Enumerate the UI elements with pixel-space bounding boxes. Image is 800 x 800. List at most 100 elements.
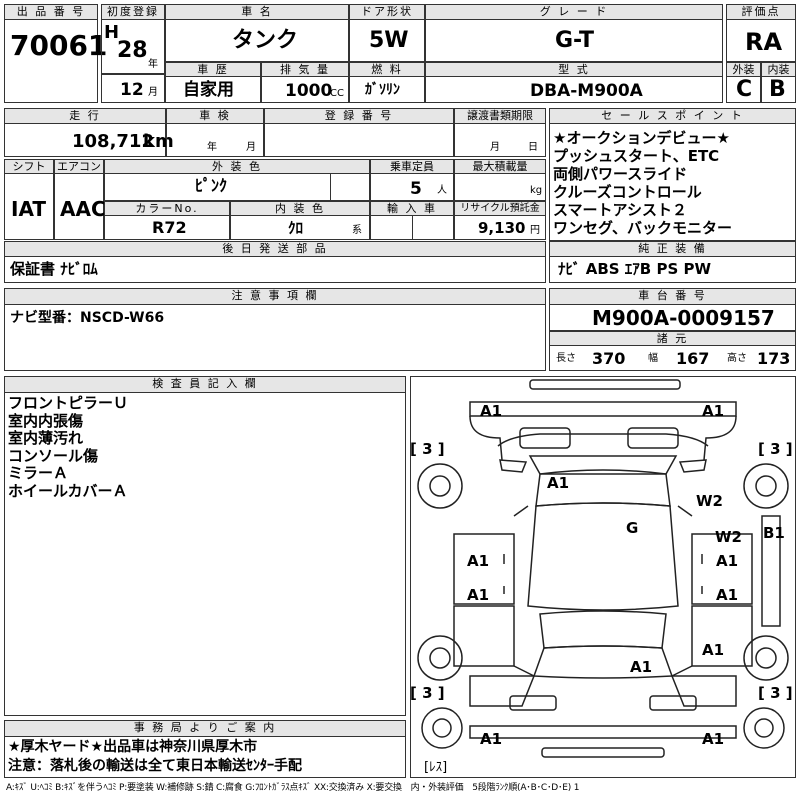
plate-cell bbox=[264, 123, 454, 157]
width: 167 bbox=[676, 349, 710, 368]
selling-point: 両側パワースライド bbox=[553, 165, 688, 183]
inspector-note: フロントピラーＵ bbox=[8, 394, 129, 412]
recycle-unit: 円 bbox=[530, 225, 540, 236]
payload-cell bbox=[454, 173, 546, 201]
model: DBA-M900A bbox=[530, 81, 643, 101]
ac: AAC bbox=[60, 197, 106, 221]
grade: G-T bbox=[555, 28, 594, 53]
front-bumper bbox=[469, 401, 737, 417]
mirror-right bbox=[678, 459, 707, 473]
grade-header: グ レ ー ド bbox=[425, 4, 723, 20]
first-reg-header: 初度登録 bbox=[101, 4, 165, 20]
interior-color: ｸﾛ bbox=[288, 219, 304, 237]
year-unit: 年 bbox=[148, 59, 158, 70]
rear-quarter-right bbox=[670, 675, 737, 707]
inspector-note: 室内内張傷 bbox=[8, 411, 84, 430]
exterior-grade: C bbox=[736, 77, 753, 102]
grade-cell bbox=[425, 19, 723, 62]
mark-a1-door-rl: A1 bbox=[467, 586, 489, 604]
mark-bracket-tl: [ 3 ] bbox=[410, 440, 445, 458]
wheel-front-right bbox=[743, 463, 789, 509]
color-no-cell bbox=[104, 215, 230, 240]
mark-a1-rear-right-2: A1 bbox=[702, 730, 724, 748]
wheel-rear-right bbox=[743, 635, 789, 681]
reg-month-cell bbox=[101, 74, 165, 103]
front-right-wing bbox=[703, 415, 737, 461]
lot-number-cell bbox=[4, 19, 98, 103]
damage-diagram-frame bbox=[410, 376, 796, 778]
transfer-day-unit: 日 bbox=[528, 142, 538, 153]
score-cell bbox=[726, 19, 796, 62]
left-front-door bbox=[453, 533, 515, 605]
capacity-header: 乗車定員 bbox=[370, 159, 454, 174]
length: 370 bbox=[592, 349, 626, 368]
windshield bbox=[528, 455, 678, 475]
front-bumper-bar bbox=[529, 379, 681, 390]
right-side-panel bbox=[761, 515, 781, 627]
exterior-cell bbox=[726, 76, 761, 103]
recycle-fee: 9,130 bbox=[478, 219, 526, 237]
mark-bracket-br: [ 3 ] bbox=[758, 684, 793, 702]
rear-window bbox=[539, 610, 667, 649]
headlight-left bbox=[519, 427, 571, 449]
reg-year: 28 bbox=[117, 38, 148, 63]
legend: A:ｷｽﾞ U:ﾍｺﾐ B:ｷｽﾞを伴うﾍｺﾐ P:要塗装 W:補修跡 S:錆 … bbox=[6, 783, 580, 793]
fuel-cell bbox=[349, 76, 425, 103]
chassis-number: M900A-0009157 bbox=[592, 306, 775, 330]
fuel-header: 燃 料 bbox=[349, 62, 425, 77]
wheel-bottom-left bbox=[421, 707, 463, 749]
ac-cell bbox=[54, 173, 104, 240]
first-reg-cell bbox=[101, 19, 165, 74]
int-color-header: 内 装 色 bbox=[230, 201, 370, 216]
left-sill bbox=[513, 505, 535, 677]
displacement-cell bbox=[261, 76, 349, 103]
model-cell bbox=[425, 76, 723, 103]
exterior-color: ﾋﾟﾝｸ bbox=[195, 176, 228, 195]
mark-w2-right: W2 bbox=[715, 528, 742, 546]
inspection-year-unit: 年 bbox=[207, 142, 217, 153]
inspector-cell bbox=[4, 392, 406, 716]
mileage-cell bbox=[4, 123, 166, 157]
wheel-front-left bbox=[417, 463, 463, 509]
notes-cell bbox=[4, 304, 546, 371]
equipment-header: 純 正 装 備 bbox=[549, 241, 796, 257]
fuel: ｶﾞｿﾘﾝ bbox=[365, 82, 400, 98]
office-line-1: ★厚木ヤード★出品車は神奈川県厚木市 bbox=[8, 739, 258, 755]
int-color-unit: 系 bbox=[352, 225, 362, 236]
mark-a1-trunk: A1 bbox=[630, 658, 652, 676]
color-header: 外 装 色 bbox=[104, 159, 370, 174]
height-label: 高さ bbox=[727, 353, 747, 364]
capacity: 5 bbox=[410, 179, 422, 199]
car-name-cell bbox=[165, 19, 349, 62]
rear-quarter-left bbox=[469, 675, 536, 707]
mark-a1-hood: A1 bbox=[547, 474, 569, 492]
inspector-notes: フロントピラーＵ 室内内張傷 室内薄汚れ コンソール傷 ミラーＡ ホイールカバー… bbox=[8, 394, 129, 500]
headlight-right bbox=[627, 427, 679, 449]
capacity-cell bbox=[370, 173, 454, 201]
mileage: 108,712 bbox=[72, 131, 154, 152]
chassis-header: 車 台 番 号 bbox=[549, 288, 796, 305]
reg-month: 12 bbox=[120, 80, 144, 100]
rear-bumper bbox=[469, 725, 737, 739]
inspector-header: 検 査 員 記 入 欄 bbox=[4, 376, 406, 393]
displacement-unit: CC bbox=[330, 88, 344, 99]
rear-bumper-bar bbox=[541, 747, 665, 758]
length-label: 長さ bbox=[556, 353, 576, 364]
mark-b1-right: B1 bbox=[763, 524, 785, 542]
equipment-cell bbox=[549, 256, 796, 283]
payload-unit: kg bbox=[530, 185, 543, 196]
wheel-bottom-right bbox=[743, 707, 785, 749]
transfer-cell bbox=[454, 123, 546, 157]
mark-a1-front-left: A1 bbox=[480, 402, 502, 420]
wheel-rear-right-inner bbox=[755, 647, 777, 669]
office-cell bbox=[4, 736, 406, 778]
mirror-left bbox=[499, 459, 528, 473]
selling-point: プッシュスタート、ETC bbox=[553, 147, 720, 165]
mark-w2-upper: W2 bbox=[696, 492, 723, 510]
spec-cell bbox=[549, 345, 796, 371]
score: RA bbox=[745, 28, 783, 56]
later-parts-header: 後 日 発 送 部 品 bbox=[4, 241, 546, 257]
displacement: 1000 bbox=[285, 81, 333, 101]
inspector-note: ミラーＡ bbox=[8, 464, 69, 482]
notes-text: ナビ型番：NSCD-W66 bbox=[10, 310, 165, 326]
